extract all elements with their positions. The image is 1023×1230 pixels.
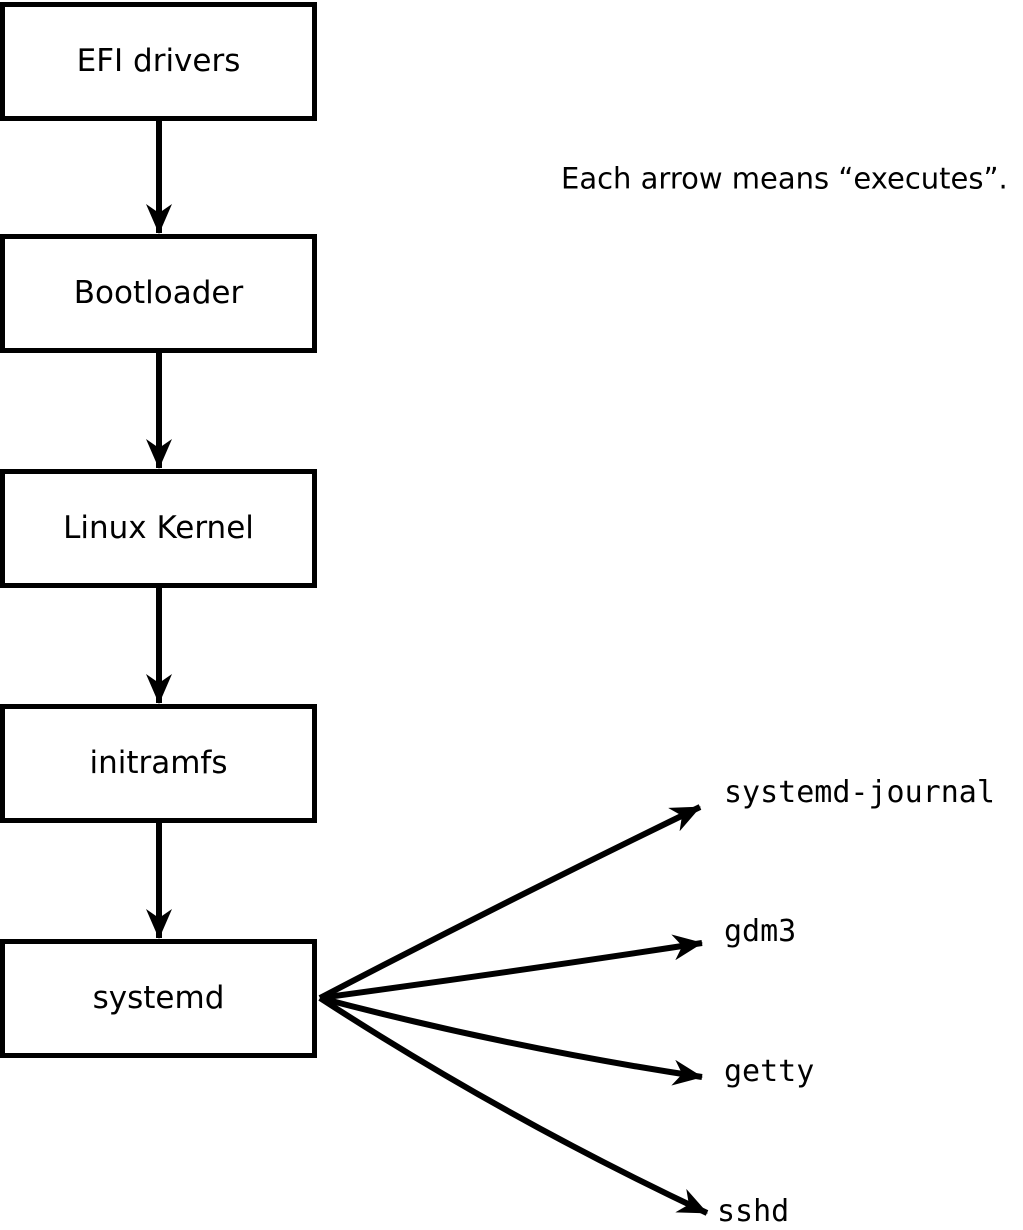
node-bootloader: Bootloader bbox=[0, 234, 317, 353]
process-label-getty: getty bbox=[724, 1054, 815, 1089]
process-label-gdm3: gdm3 bbox=[724, 914, 797, 949]
node-initramfs-label: initramfs bbox=[89, 745, 228, 781]
edge-systemd-to-journal bbox=[318, 804, 702, 1001]
node-systemd-label: systemd bbox=[92, 980, 225, 1016]
process-label-sshd: sshd bbox=[717, 1194, 790, 1229]
node-systemd: systemd bbox=[0, 939, 317, 1058]
node-bootloader-label: Bootloader bbox=[73, 275, 244, 311]
process-label-systemd-journal: systemd-journal bbox=[724, 775, 995, 810]
edge-systemd-to-sshd bbox=[318, 995, 709, 1216]
arrow-meaning-annotation: Each arrow means “executes”. bbox=[561, 161, 1008, 196]
node-linux-kernel-label: Linux Kernel bbox=[63, 510, 254, 546]
node-initramfs: initramfs bbox=[0, 704, 317, 823]
node-efi-drivers: EFI drivers bbox=[0, 2, 317, 121]
node-linux-kernel: Linux Kernel bbox=[0, 469, 317, 588]
edge-systemd-to-getty bbox=[319, 995, 703, 1086]
node-efi-drivers-label: EFI drivers bbox=[76, 43, 241, 79]
edge-systemd-to-gdm3 bbox=[319, 934, 703, 1001]
